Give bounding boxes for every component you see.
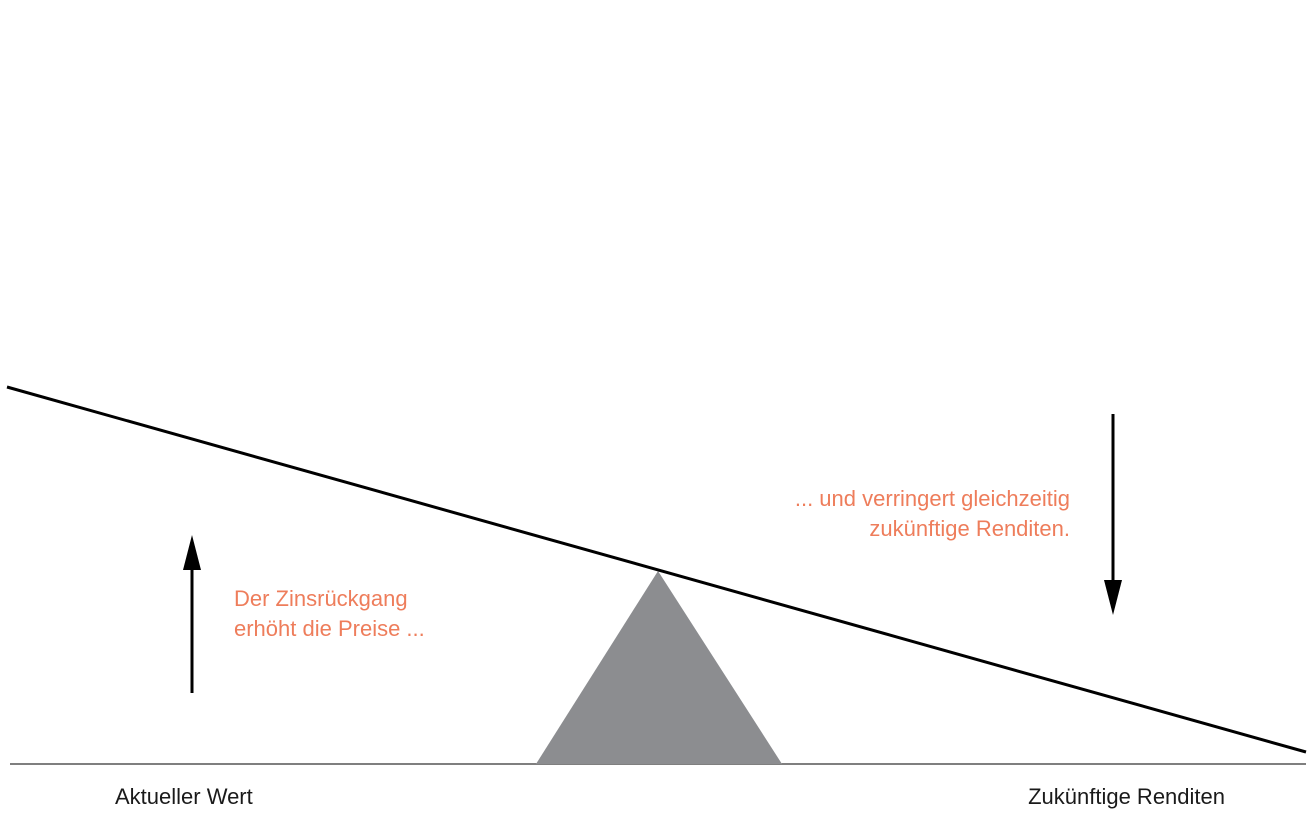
up-arrow-icon: [183, 535, 201, 693]
current-value-label: Aktueller Wert: [115, 784, 253, 809]
future-returns-label: Zukünftige Renditen: [1028, 784, 1225, 809]
returns-decrease-note: ... und verringert gleichzeitig zukünfti…: [795, 484, 1070, 544]
returns-decrease-note-line-2: zukünftige Renditen.: [869, 516, 1070, 541]
fulcrum-triangle: [536, 571, 782, 764]
price-increase-note-line-2: erhöht die Preise ...: [234, 616, 425, 641]
price-increase-note-line-1: Der Zinsrückgang: [234, 586, 408, 611]
returns-decrease-note-line-1: ... und verringert gleichzeitig: [794, 486, 1070, 511]
seesaw-beam: [6, 385, 1307, 754]
down-arrow-icon: [1104, 414, 1122, 615]
price-increase-note: Der Zinsrückgang erhöht die Preise ...: [234, 584, 425, 644]
